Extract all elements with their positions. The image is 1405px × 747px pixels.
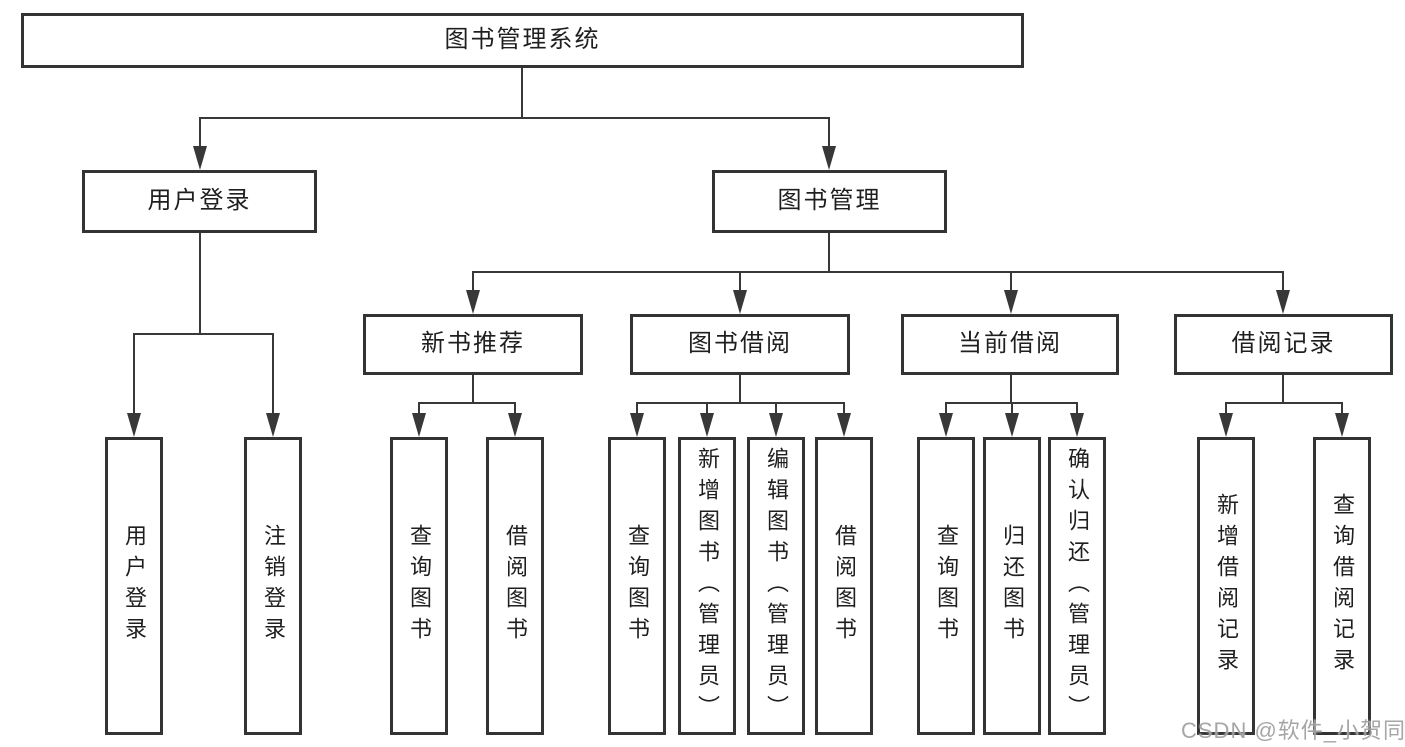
node-confirm-return-admin: 确认归还（管理员）: [1048, 437, 1106, 735]
node-book-management-group: 图书管理: [712, 170, 947, 233]
tree-edges: [133, 68, 1343, 420]
edge-new-book-children: [418, 375, 516, 420]
arrow-down-icon: [266, 413, 280, 437]
node-current-borrowing: 当前借阅: [901, 314, 1119, 375]
node-add-borrow-record: 新增借阅记录: [1197, 437, 1255, 735]
node-user-login-group: 用户登录: [82, 170, 317, 233]
node-query-books-current: 查询图书: [917, 437, 975, 735]
arrow-down-icon: [1219, 413, 1233, 437]
node-add-books-admin: 新增图书（管理员）: [678, 437, 736, 735]
arrow-down-icon: [193, 146, 207, 170]
node-return-books: 归还图书: [983, 437, 1041, 735]
arrow-down-icon: [1276, 290, 1290, 314]
node-query-books-recommend: 查询图书: [390, 437, 448, 735]
arrow-down-icon: [1070, 413, 1084, 437]
edge-current-borrow-children: [945, 375, 1078, 420]
arrow-down-icon: [837, 413, 851, 437]
node-borrowing-records: 借阅记录: [1174, 314, 1393, 375]
arrow-down-icon: [822, 146, 836, 170]
node-library-management-system: 图书管理系统: [21, 13, 1024, 68]
arrow-down-icon: [1005, 413, 1019, 437]
arrow-down-icon: [1335, 413, 1349, 437]
node-edit-books-admin: 编辑图书（管理员）: [747, 437, 805, 735]
arrow-down-icon: [630, 413, 644, 437]
node-query-borrow-record: 查询借阅记录: [1313, 437, 1371, 735]
edge-user-login-children: [133, 233, 274, 420]
node-book-borrowing: 图书借阅: [630, 314, 850, 375]
arrow-down-icon: [939, 413, 953, 437]
arrow-down-icon: [466, 290, 480, 314]
arrow-down-icon: [508, 413, 522, 437]
node-borrow-books: 借阅图书: [815, 437, 873, 735]
arrow-down-icon: [127, 413, 141, 437]
arrow-down-icons: [127, 146, 1349, 437]
node-query-books-borrowing: 查询图书: [608, 437, 666, 735]
edge-root-to-level2: [199, 68, 830, 152]
arrow-down-icon: [733, 290, 747, 314]
node-logout: 注销登录: [244, 437, 302, 735]
edge-borrow-records-children: [1225, 375, 1343, 420]
arrow-down-icon: [769, 413, 783, 437]
edge-book-borrow-children: [636, 375, 845, 420]
edge-book-mgmt-children: [472, 233, 1284, 297]
arrow-down-icon: [1004, 290, 1018, 314]
arrow-down-icon: [700, 413, 714, 437]
node-borrow-books-recommend: 借阅图书: [486, 437, 544, 735]
arrow-down-icon: [412, 413, 426, 437]
node-new-book-recommend: 新书推荐: [363, 314, 583, 375]
node-user-login: 用户登录: [105, 437, 163, 735]
